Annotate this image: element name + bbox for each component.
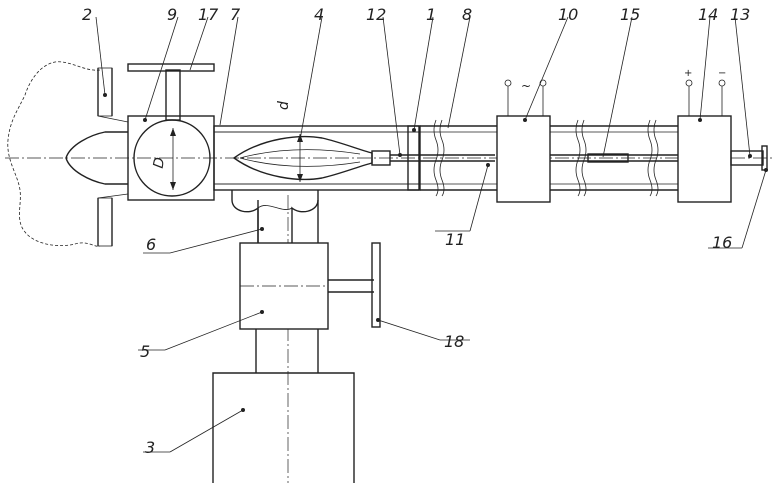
callout-2: 2 [82, 5, 92, 24]
valve-stem [166, 70, 180, 120]
callout-7: 7 [230, 5, 241, 24]
callout-4: 4 [314, 5, 324, 24]
callout-9: 9 [167, 5, 177, 24]
callout-16: 16 [712, 233, 732, 252]
callout-12: 12 [366, 5, 386, 24]
callout-18: 18 [444, 332, 464, 351]
callout-6: 6 [146, 235, 156, 254]
callout-15: 15 [620, 5, 640, 24]
callout-11: 11 [445, 230, 465, 249]
dim-d: d [276, 101, 292, 110]
wall-lower [98, 198, 112, 246]
wall-break-outline [8, 62, 100, 247]
callout-10: 10 [558, 5, 578, 24]
terminal-ac: ~ [521, 79, 531, 93]
block-10 [497, 116, 550, 202]
block-14 [678, 116, 731, 202]
callout-3: 3 [145, 438, 155, 457]
callout-8: 8 [462, 5, 472, 24]
terminal-minus: − [718, 68, 726, 79]
callout-1: 1 [426, 5, 436, 24]
leader-lines [96, 17, 766, 452]
tube-15-section [550, 120, 678, 196]
callout-13: 13 [730, 5, 750, 24]
callout-5: 5 [140, 342, 150, 361]
terminal-plus: + [684, 68, 692, 79]
block-3 [213, 373, 354, 483]
branch-pipe-6 [232, 190, 258, 243]
callout-14: 14 [698, 5, 718, 24]
handwheel-18 [372, 243, 380, 327]
callout-17: 17 [198, 5, 219, 24]
